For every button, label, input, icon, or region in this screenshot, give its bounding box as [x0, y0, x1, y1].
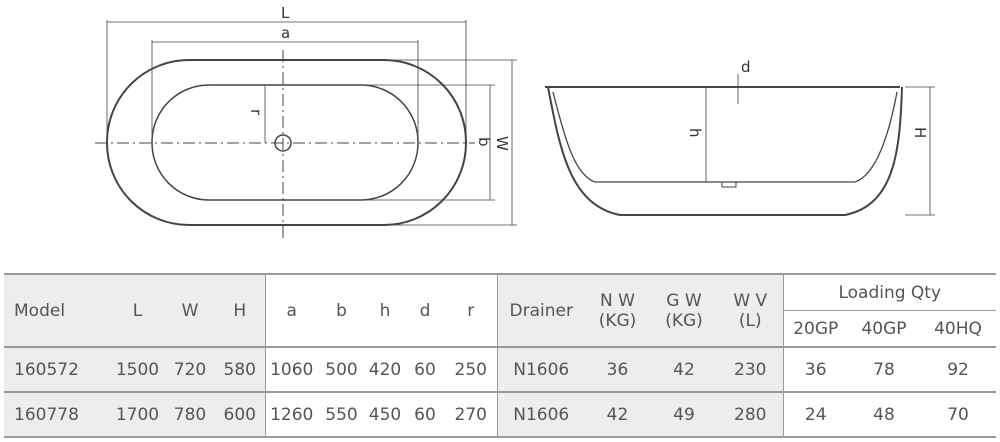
cell-a: 1260: [264, 391, 318, 437]
cell-drainer: N1606: [496, 391, 585, 437]
header-b: b: [336, 300, 347, 321]
header-gw-label: G W: [666, 290, 702, 311]
dim-b-label: b: [475, 137, 493, 147]
header-nw: N W(KG): [585, 274, 650, 347]
cell-nw: 36: [585, 346, 650, 392]
dim-d-label: d: [741, 58, 751, 76]
cell-40gp: 48: [848, 391, 920, 437]
cell-W: 780: [165, 391, 215, 437]
header-drainer: Drainer: [496, 274, 585, 347]
cell-40hq: 70: [920, 391, 997, 437]
header-gw-unit: (KG): [665, 310, 703, 331]
header-W: W: [165, 274, 215, 347]
cell-h: 450: [365, 391, 405, 437]
cell-H: 600: [215, 391, 265, 437]
cell-drainer: N1606: [496, 346, 585, 392]
header-40gp: 40GP: [848, 310, 920, 347]
header-loading-qty: Loading Qty: [782, 274, 997, 311]
cell-40gp: 78: [848, 346, 920, 392]
top-view: [95, 20, 517, 240]
spec-table: Model L W H a b h d r Drainer N W(KG) G …: [4, 273, 997, 438]
header-a: a: [264, 274, 318, 347]
dim-L-label: L: [281, 4, 290, 22]
header-h: h: [379, 300, 391, 321]
cell-nw: 42: [585, 391, 650, 437]
cell-L: 1700: [110, 391, 165, 437]
dim-H-label: H: [911, 127, 929, 138]
header-gw: G W(KG): [650, 274, 718, 347]
cell-wv: 280: [718, 391, 783, 437]
header-wv: W V(L): [718, 274, 783, 347]
cell-b: 550: [318, 391, 365, 437]
bathtub-drawing: L a r b W d h H: [95, 4, 935, 240]
cell-a: 1060: [264, 346, 318, 392]
cell-gw: 42: [650, 346, 718, 392]
cell-20gp: 24: [782, 391, 848, 437]
cell-H: 580: [215, 346, 265, 392]
table-row: 160778 1700 780 600 1260 550 450 60 270 …: [4, 391, 997, 437]
cell-gw: 49: [650, 391, 718, 437]
cell-d: 60: [405, 391, 445, 437]
inner-basin: [151, 84, 419, 201]
header-wv-label: W V: [733, 290, 768, 311]
side-view: [545, 74, 935, 216]
cell-W: 720: [165, 346, 215, 392]
cell-r: 270: [445, 391, 497, 437]
header-d: d: [419, 300, 431, 321]
dim-W-label: W: [493, 136, 511, 151]
cell-wv: 230: [718, 346, 783, 392]
cell-r: 250: [445, 346, 497, 392]
cell-h: 420: [365, 346, 405, 392]
cell-model: 160778: [4, 391, 110, 437]
header-model: Model: [4, 274, 110, 347]
header-L: L: [110, 274, 165, 347]
cell-d: 60: [405, 346, 445, 392]
header-r: r: [467, 300, 475, 321]
dim-h-label: h: [686, 128, 704, 138]
header-wv-unit: (L): [738, 310, 762, 331]
cell-model: 160572: [4, 346, 110, 392]
header-20gp: 20GP: [782, 310, 848, 347]
dim-a-label: a: [281, 24, 290, 42]
header-nw-label: N W: [600, 290, 635, 311]
header-40hq: 40HQ: [920, 310, 997, 347]
header-row: Model L W H a b h d r Drainer N W(KG) G …: [4, 274, 997, 347]
cell-20gp: 36: [782, 346, 848, 392]
header-nw-unit: (KG): [598, 310, 637, 331]
header-H: H: [215, 274, 265, 347]
cell-b: 500: [318, 346, 365, 392]
table-row: 160572 1500 720 580 1060 500 420 60 250 …: [4, 346, 997, 392]
subheader-row: 20GP 40GP 40HQ: [4, 310, 997, 347]
cell-40hq: 92: [920, 346, 997, 392]
cell-L: 1500: [110, 346, 165, 392]
dim-r-label: r: [247, 109, 265, 116]
